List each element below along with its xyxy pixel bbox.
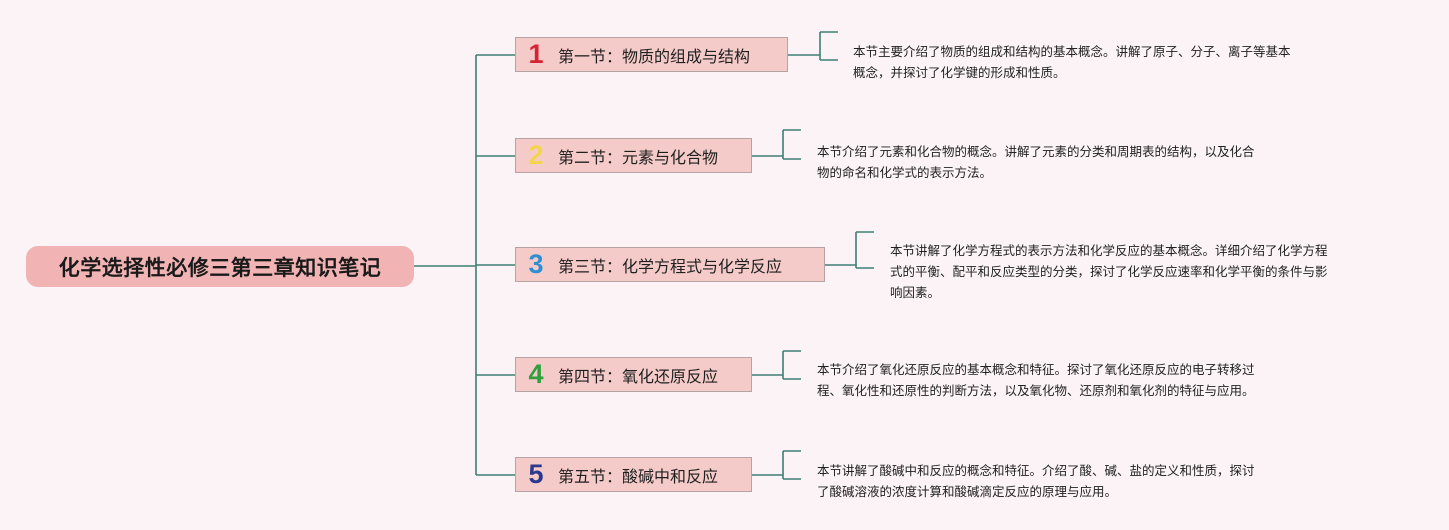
summary-line: 本节讲解了酸碱中和反应的概念和特征。介绍了酸、碱、盐的定义和性质，探讨 <box>817 463 1255 478</box>
summary-line: 式的平衡、配平和反应类型的分类，探讨了化学反应速率和化学平衡的条件与影 <box>890 264 1328 279</box>
section-label-1: 第一节：物质的组成与结构 <box>558 46 751 66</box>
summary-line: 响因素。 <box>890 285 941 300</box>
section-label-2: 第二节：元素与化合物 <box>558 147 719 167</box>
section-number-5: 5 <box>528 459 544 489</box>
summary-line: 程、氧化性和还原性的判断方法，以及氧化物、还原剂和氧化剂的特征与应用。 <box>817 383 1255 398</box>
section-summary-2: 本节介绍了元素和化合物的概念。讲解了元素的分类和周期表的结构，以及化合 物的命名… <box>817 141 1255 183</box>
summary-line: 本节主要介绍了物质的组成和结构的基本概念。讲解了原子、分子、离子等基本 <box>853 44 1291 59</box>
section-label-4: 第四节：氧化还原反应 <box>558 366 719 386</box>
root-topic-label: 化学选择性必修三第三章知识笔记 <box>58 255 382 280</box>
section-label-5: 第五节：酸碱中和反应 <box>558 466 719 486</box>
section-node-3[interactable]: 3 第三节：化学方程式与化学反应 <box>515 247 825 282</box>
section-label-3: 第三节：化学方程式与化学反应 <box>558 256 783 276</box>
summary-line: 本节介绍了氧化还原反应的基本概念和特征。探讨了氧化还原反应的电子转移过 <box>817 362 1255 377</box>
section-summary-3: 本节讲解了化学方程式的表示方法和化学反应的基本概念。详细介绍了化学方程 式的平衡… <box>890 240 1328 303</box>
section-summary-1: 本节主要介绍了物质的组成和结构的基本概念。讲解了原子、分子、离子等基本 概念，并… <box>853 41 1291 83</box>
section-number-3: 3 <box>528 249 544 279</box>
section-node-2[interactable]: 2 第二节：元素与化合物 <box>515 138 752 173</box>
summary-line: 本节介绍了元素和化合物的概念。讲解了元素的分类和周期表的结构，以及化合 <box>817 144 1255 159</box>
section-number-4: 4 <box>528 359 544 389</box>
summary-line: 本节讲解了化学方程式的表示方法和化学反应的基本概念。详细介绍了化学方程 <box>890 243 1328 258</box>
section-node-1[interactable]: 1 第一节：物质的组成与结构 <box>515 37 788 72</box>
section-summary-4: 本节介绍了氧化还原反应的基本概念和特征。探讨了氧化还原反应的电子转移过 程、氧化… <box>817 359 1255 401</box>
summary-line: 了酸碱溶液的浓度计算和酸碱滴定反应的原理与应用。 <box>817 484 1118 499</box>
root-topic[interactable]: 化学选择性必修三第三章知识笔记 <box>26 246 414 287</box>
summary-line: 概念，并探讨了化学键的形成和性质。 <box>853 65 1066 80</box>
section-number-2: 2 <box>528 140 544 170</box>
summary-line: 物的命名和化学式的表示方法。 <box>817 165 993 180</box>
section-summary-5: 本节讲解了酸碱中和反应的概念和特征。介绍了酸、碱、盐的定义和性质，探讨 了酸碱溶… <box>817 460 1255 502</box>
section-number-1: 1 <box>528 39 544 69</box>
section-node-5[interactable]: 5 第五节：酸碱中和反应 <box>515 457 752 492</box>
section-node-4[interactable]: 4 第四节：氧化还原反应 <box>515 357 752 392</box>
